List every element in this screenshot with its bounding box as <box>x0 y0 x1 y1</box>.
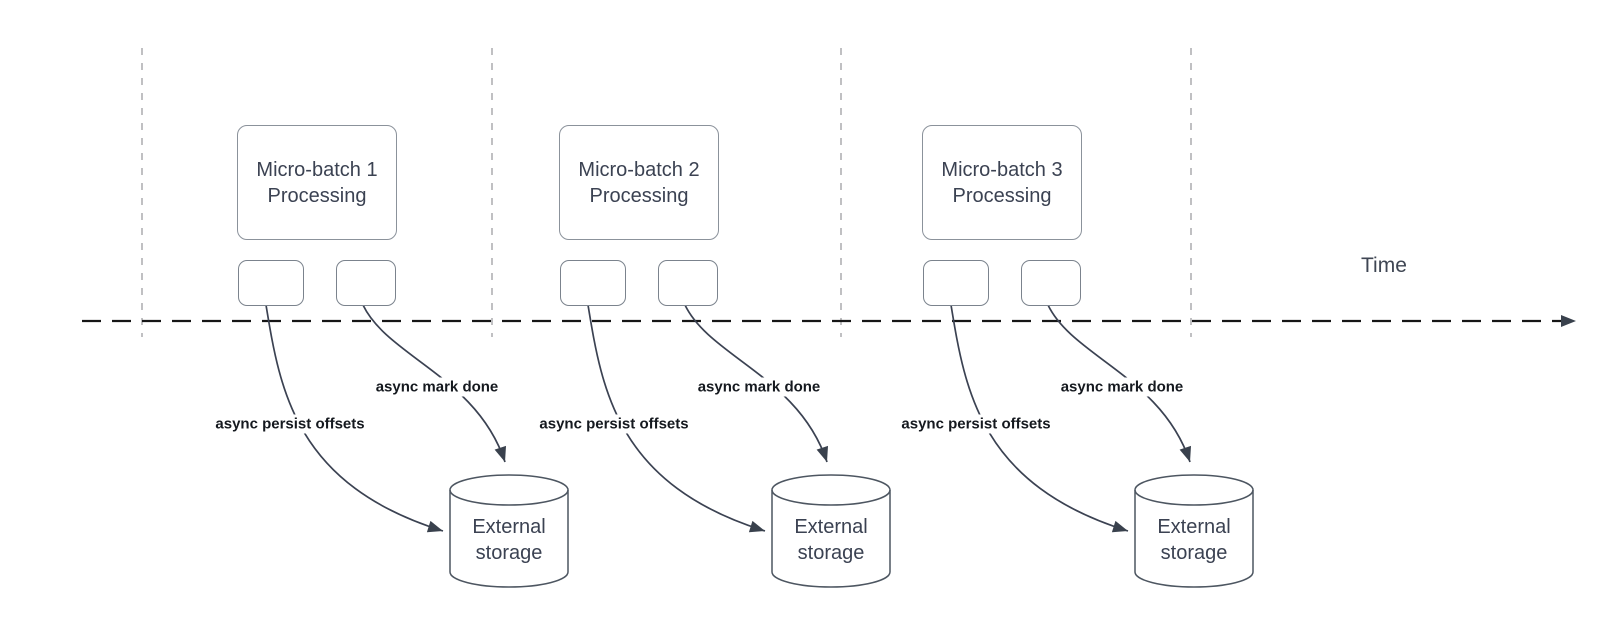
external-storage-label-1-line2: storage <box>475 541 543 564</box>
persist-offsets-source-box-3 <box>923 260 989 306</box>
persist-offsets-label-3: async persist offsets <box>898 414 1054 434</box>
mark-done-label-3: async mark done <box>1057 377 1187 397</box>
micro-batch-2-title-line1: Micro-batch 2 <box>578 158 700 181</box>
mark-done-source-box-3 <box>1021 260 1081 306</box>
micro-batch-3-title-line1: Micro-batch 3 <box>941 158 1063 181</box>
storage-cylinder-rim-3 <box>1134 489 1254 506</box>
micro-batch-3-title-line2: Processing <box>952 184 1052 207</box>
micro-batch-2-box: Micro-batch 2 Processing <box>559 125 719 240</box>
micro-batch-1-title-line1: Micro-batch 1 <box>256 158 378 181</box>
external-storage-label-3: External storage <box>1135 497 1253 582</box>
mark-done-arrow-2 <box>684 304 828 463</box>
micro-batch-1-title-line2: Processing <box>267 184 367 207</box>
persist-offsets-source-box-2 <box>560 260 626 306</box>
persist-offsets-source-box-1 <box>238 260 304 306</box>
external-storage-label-1: External storage <box>450 497 568 582</box>
external-storage-label-1-line1: External <box>472 515 546 538</box>
persist-offsets-label-2: async persist offsets <box>536 414 692 434</box>
external-storage-label-2: External storage <box>772 497 890 582</box>
time-axis-label: Time <box>1361 254 1407 277</box>
micro-batch-3-box: Micro-batch 3 Processing <box>922 125 1082 240</box>
external-storage-label-3-line2: storage <box>1160 541 1228 564</box>
mark-done-arrow-1 <box>362 304 506 463</box>
mark-done-label-2: async mark done <box>694 377 824 397</box>
storage-cylinder-rim-2 <box>771 489 891 506</box>
mark-done-source-box-1 <box>336 260 396 306</box>
mark-done-source-box-2 <box>658 260 718 306</box>
micro-batch-2-title-line2: Processing <box>589 184 689 207</box>
storage-cylinder-rim-1 <box>449 489 569 506</box>
external-storage-label-2-line1: External <box>794 515 868 538</box>
micro-batch-1-box: Micro-batch 1 Processing <box>237 125 397 240</box>
external-storage-label-2-line2: storage <box>797 541 865 564</box>
mark-done-arrow-3 <box>1047 304 1191 463</box>
mark-done-label-1: async mark done <box>372 377 502 397</box>
external-storage-label-3-line1: External <box>1157 515 1231 538</box>
persist-offsets-label-1: async persist offsets <box>212 414 368 434</box>
